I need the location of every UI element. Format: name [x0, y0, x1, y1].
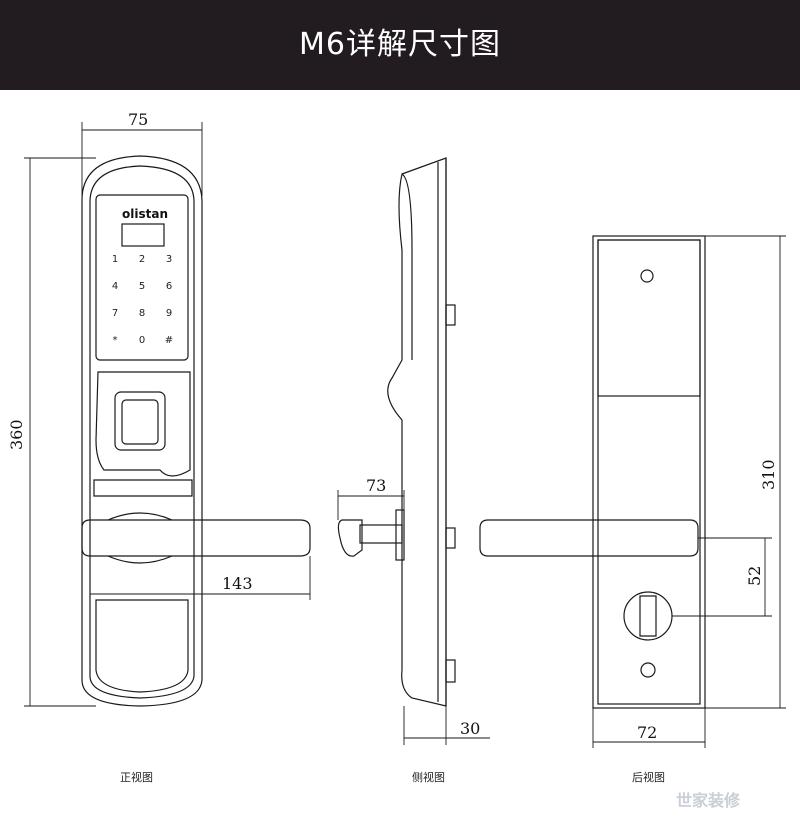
- back-plate-outline: [592, 235, 706, 709]
- dim-360-label: 360: [7, 419, 26, 450]
- side-dimensions: [337, 490, 490, 745]
- keypad-key: 8: [139, 308, 145, 319]
- keypad-key: 9: [166, 308, 172, 319]
- keypad-key: 7: [112, 308, 118, 319]
- battery-cover: [597, 239, 701, 397]
- keypad-keys: 1 2 3 4 5 6 7 8 9 * 0 #: [112, 254, 173, 346]
- side-screw-bottom: [445, 659, 456, 683]
- keypad-key: #: [165, 335, 173, 346]
- front-escutcheon-outline: [81, 155, 203, 707]
- fingerprint-housing: [95, 371, 191, 477]
- side-upper-bevel: [401, 173, 413, 360]
- dim-75-label: 75: [128, 110, 148, 129]
- back-dimensions: [592, 235, 786, 748]
- side-view-caption: 侧视图: [412, 770, 445, 784]
- keypad-key: *: [113, 335, 118, 346]
- front-view: [81, 155, 311, 707]
- front-lower-panel: [95, 599, 189, 693]
- fingerprint-base: [93, 479, 193, 497]
- fingerprint-sensor-inner: [121, 399, 159, 445]
- dim-30-label: 30: [460, 719, 480, 738]
- side-handle-rose: [395, 509, 405, 561]
- display-window: [121, 223, 165, 247]
- dim-73-label: 73: [366, 476, 386, 495]
- keypad-key: 2: [139, 254, 145, 265]
- side-view: [337, 157, 456, 707]
- side-body-outline: [387, 157, 447, 707]
- back-view-caption: 后视图: [632, 770, 665, 784]
- front-escutcheon-inner: [89, 165, 195, 699]
- watermark: 世家装修: [676, 791, 741, 810]
- keypad-key: 6: [166, 281, 172, 292]
- keypad-key: 0: [139, 335, 145, 346]
- keypad-panel: [95, 194, 189, 361]
- front-dimensions: [24, 122, 311, 707]
- front-handle: [81, 519, 311, 557]
- back-view: [479, 235, 706, 709]
- keypad-key: 5: [139, 281, 145, 292]
- dim-72-label: 72: [637, 723, 657, 742]
- keypad-key: 1: [112, 254, 118, 265]
- thumb-knob-grip: [639, 595, 657, 637]
- back-handle: [479, 519, 699, 557]
- page-title: M6详解尺寸图: [299, 27, 501, 62]
- fingerprint-sensor: [114, 391, 166, 451]
- title-bar: M6详解尺寸图: [0, 0, 800, 90]
- side-screw-top: [445, 304, 456, 326]
- side-spindle: [359, 524, 403, 544]
- side-handle-tip: [337, 519, 363, 557]
- thumb-knob: [623, 591, 673, 641]
- front-view-caption: 正视图: [120, 770, 153, 784]
- front-brand-label: olistan: [122, 207, 168, 221]
- handle-rose: [107, 512, 173, 564]
- emergency-keyhole-top: [640, 269, 654, 283]
- keyhole-bottom: [640, 662, 656, 678]
- keypad-key: 4: [112, 281, 118, 292]
- back-plate-inner: [597, 239, 701, 705]
- keypad-key: 3: [166, 254, 172, 265]
- dim-143-label: 143: [222, 574, 253, 593]
- side-screw-mid: [445, 527, 456, 549]
- dim-310-label: 310: [759, 459, 778, 490]
- dim-52-label: 52: [745, 566, 764, 586]
